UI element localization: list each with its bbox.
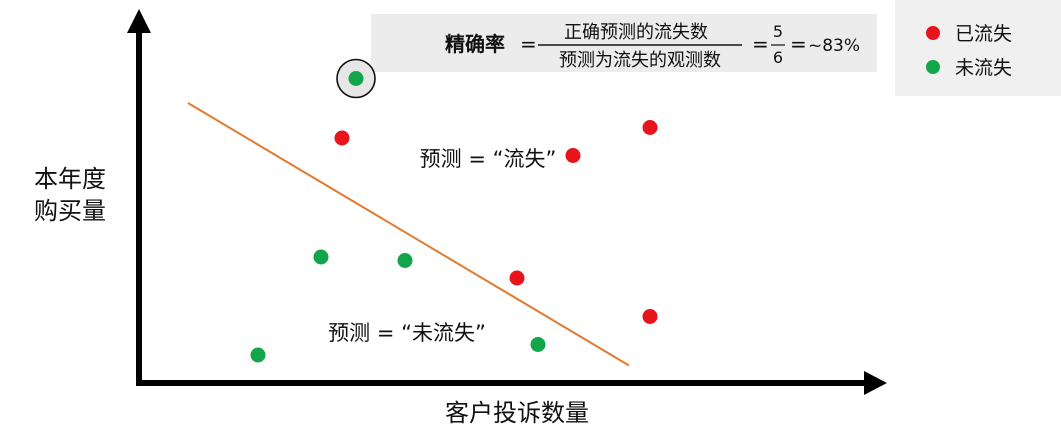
formula-fraction-denominator: 6: [773, 48, 783, 67]
churned-point-7: [642, 309, 658, 324]
formula-fraction-numerator: 5: [773, 22, 783, 41]
not-churned-point-8: [250, 347, 266, 363]
formula-equals-2: =: [752, 32, 769, 56]
legend-not-churned-label: 未流失: [955, 57, 1012, 79]
y-axis-arrow: [127, 9, 151, 33]
not-churned-point-9: [530, 337, 546, 352]
legend-churned-marker: [926, 26, 940, 40]
churned-point-1: [334, 130, 350, 146]
formula-numerator: 正确预测的流失数: [564, 22, 708, 43]
y-axis-label-line1: 本年度: [34, 165, 106, 193]
not-churned-point-5: [397, 253, 413, 268]
formula-result: ~83%: [808, 36, 860, 56]
churned-point-2: [565, 148, 581, 163]
formula-equals: =: [520, 32, 537, 56]
region-label-not-churn: 预测 = “未流失”: [328, 321, 486, 345]
legend-background: [895, 0, 1061, 96]
legend: 已流失 未流失: [895, 0, 1061, 96]
formula-background: [371, 14, 877, 72]
x-axis-label: 客户投诉数量: [445, 399, 589, 427]
formula-denominator: 预测为流失的观测数: [559, 50, 721, 71]
formula-equals-3: =: [790, 32, 807, 56]
x-axis-arrow: [864, 371, 887, 395]
data-points: [250, 58, 658, 363]
decision-boundary-line: [187, 102, 630, 367]
region-label-churn: 预测 = “流失”: [420, 147, 557, 171]
not-churned-point-0: [348, 71, 364, 86]
churned-point-3: [642, 120, 658, 135]
axes: [127, 9, 887, 395]
precision-formula: 精确率 = 正确预测的流失数 预测为流失的观测数 = 5 6 = ~83%: [371, 14, 877, 72]
churned-point-6: [509, 270, 525, 286]
y-axis-label-line2: 购买量: [34, 197, 106, 225]
not-churned-point-4: [313, 249, 329, 265]
formula-lhs: 精确率: [445, 32, 505, 56]
legend-churned-label: 已流失: [955, 23, 1012, 45]
legend-not-churned-marker: [926, 60, 940, 74]
